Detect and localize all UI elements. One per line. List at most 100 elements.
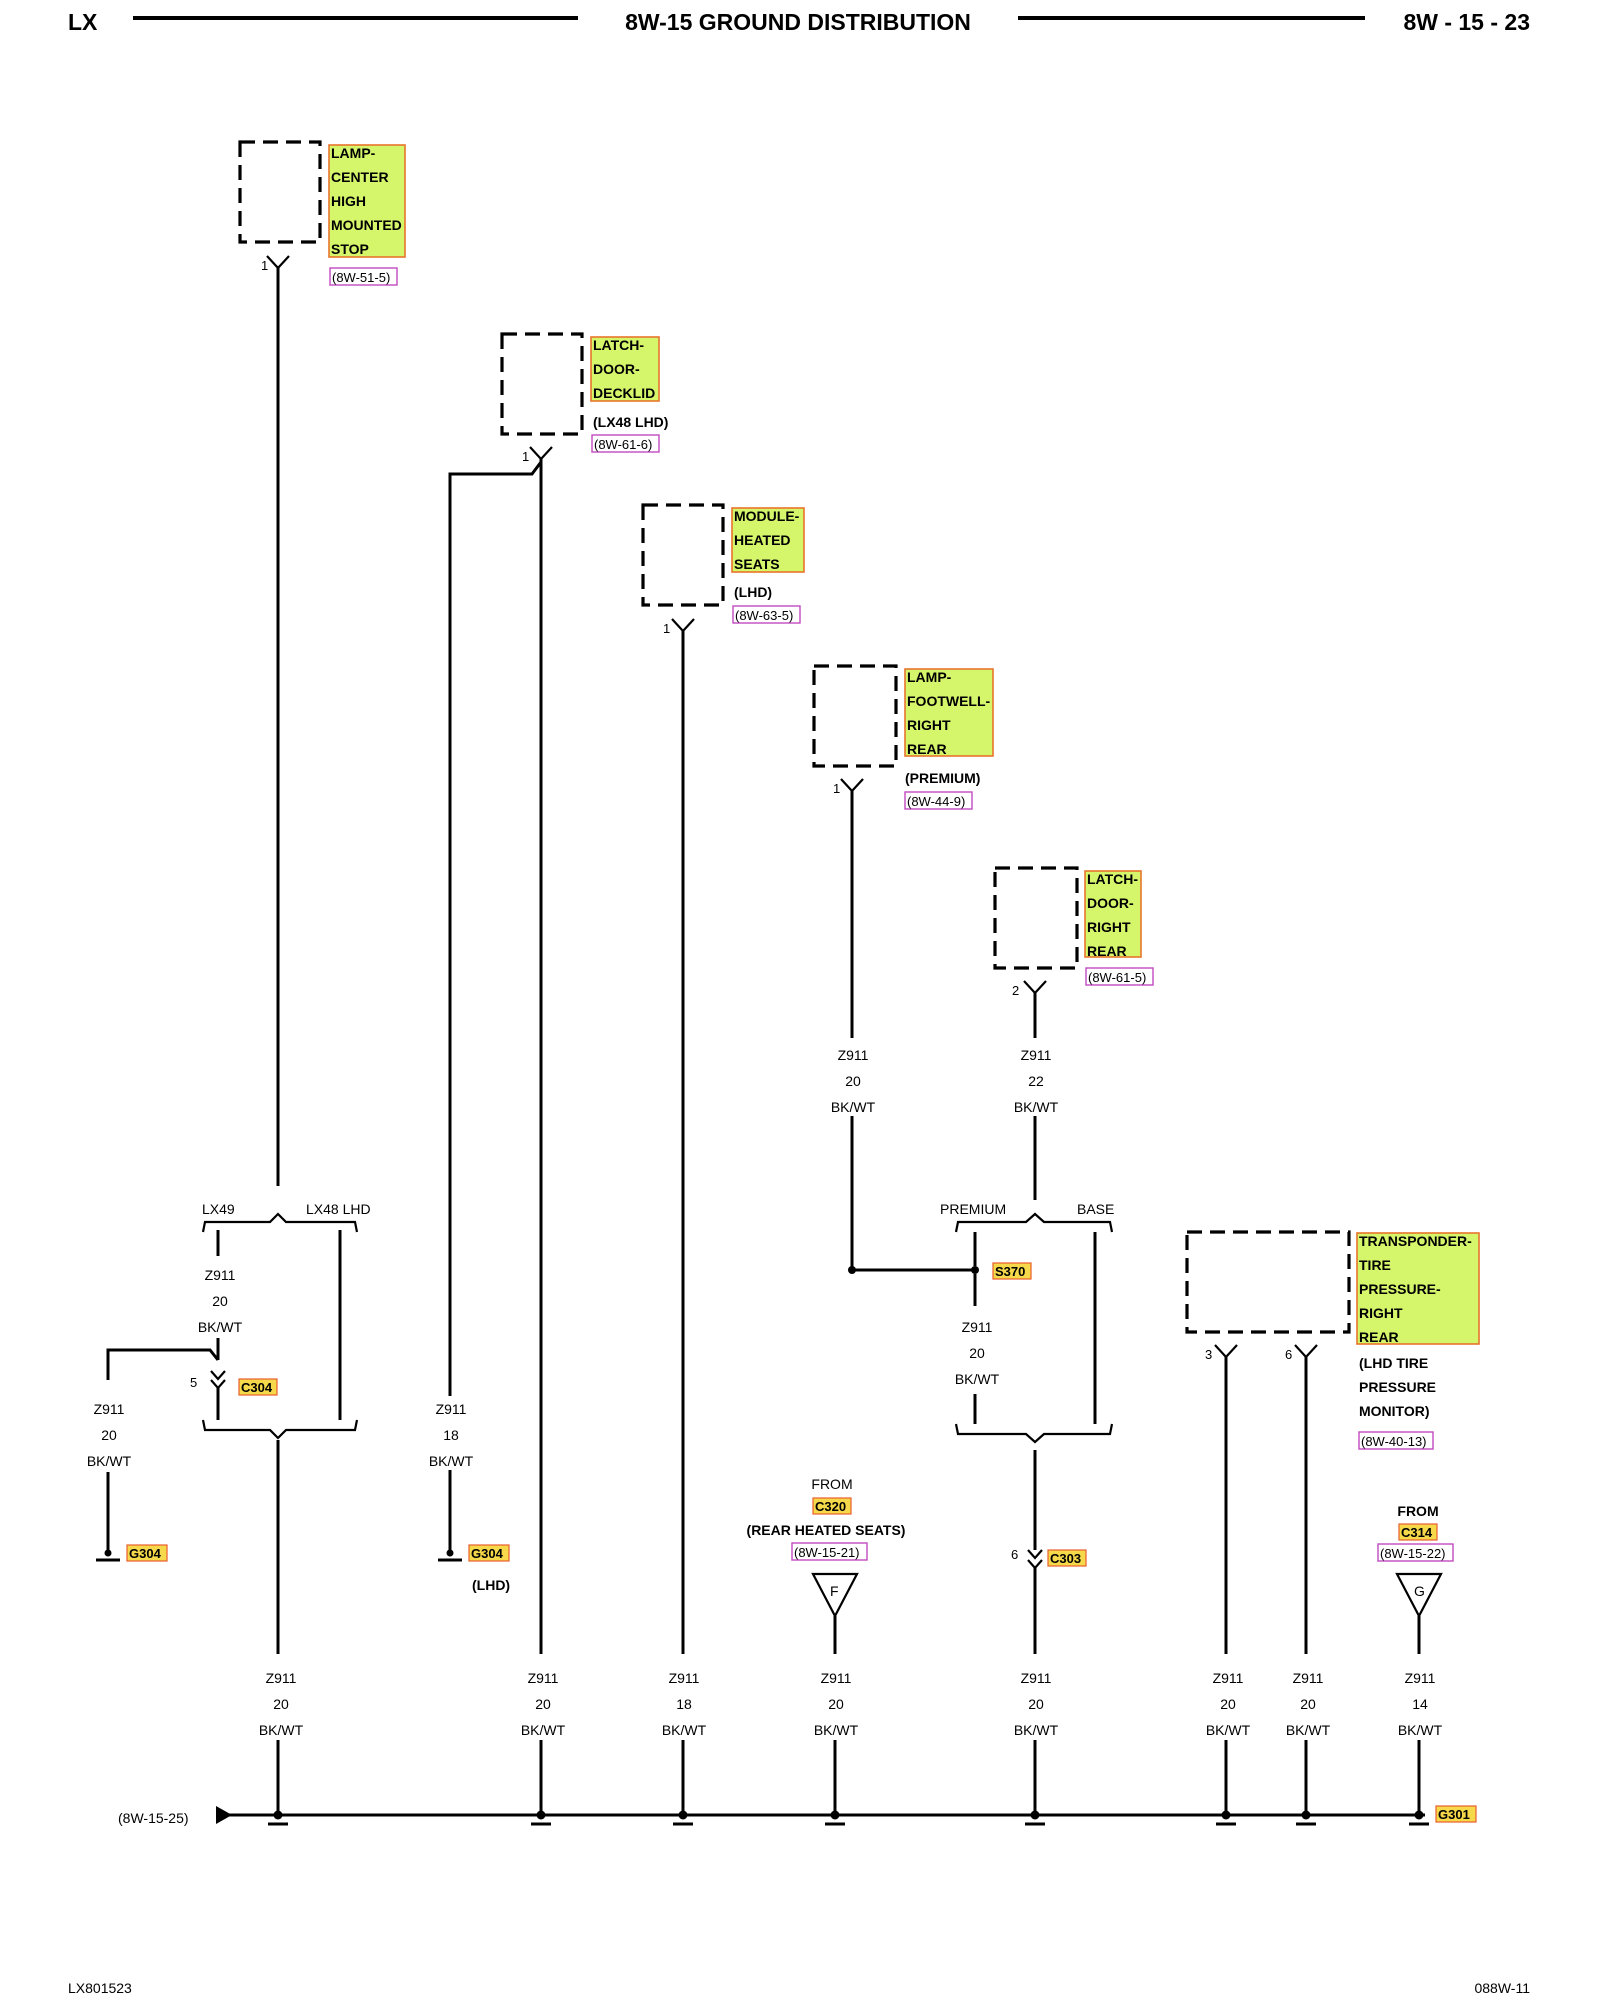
wire-gauge: 20 bbox=[828, 1696, 844, 1712]
footer-doc-id: LX801523 bbox=[68, 1980, 132, 1996]
page-ref-link[interactable]: (8W-61-6) bbox=[594, 437, 652, 452]
page-ref-link[interactable]: (8W-63-5) bbox=[735, 608, 793, 623]
wire bbox=[106, 1348, 220, 1380]
off-page-letter: F bbox=[830, 1583, 839, 1599]
component-note: (LX48 LHD) bbox=[593, 414, 668, 430]
page-ref-box[interactable] bbox=[1377, 1543, 1454, 1562]
component-latch-door-decklid: LATCH- DOOR- DECKLID (LX48 LHD) (8W-61-6… bbox=[500, 332, 668, 464]
wire-labels: Z911 20 BK/WT Z911 22 BK/WT Z911 20 BK/W… bbox=[87, 1047, 1443, 1738]
splice-dot bbox=[1221, 1810, 1231, 1820]
page-ref-box[interactable] bbox=[904, 791, 973, 810]
wire-gauge: 20 bbox=[535, 1696, 551, 1712]
connector-c303-symbol bbox=[1027, 1549, 1043, 1560]
component-label: PRESSURE- bbox=[1359, 1281, 1441, 1297]
splice-dot bbox=[104, 1549, 112, 1557]
connector-highlight bbox=[1435, 1805, 1477, 1823]
wire-circuit: Z911 bbox=[669, 1670, 700, 1686]
component-label: MOUNTED bbox=[331, 217, 402, 233]
component-label: HEATED bbox=[734, 532, 791, 548]
splice-s370-label[interactable]: S370 bbox=[995, 1264, 1025, 1279]
connector-highlight bbox=[992, 1262, 1032, 1280]
component-label: LAMP- bbox=[907, 669, 952, 685]
connector-c304-symbol bbox=[210, 1370, 226, 1381]
page-ref-link[interactable]: (8W-44-9) bbox=[907, 794, 965, 809]
wire-gauge: 20 bbox=[1300, 1696, 1316, 1712]
component-box bbox=[500, 332, 584, 436]
component-label: LATCH- bbox=[593, 337, 644, 353]
header-model: LX bbox=[68, 9, 98, 35]
connector-c304-symbol bbox=[210, 1379, 226, 1390]
component-label: TIRE bbox=[1359, 1257, 1391, 1273]
option-label-base: BASE bbox=[1077, 1201, 1114, 1217]
connector-pin-symbol bbox=[840, 778, 864, 793]
from-note: (REAR HEATED SEATS) bbox=[747, 1522, 906, 1538]
from-c314: FROM C314 (8W-15-22) G bbox=[1377, 1503, 1454, 1599]
option-brace-top bbox=[954, 1212, 1114, 1233]
connector-c304-label[interactable]: C304 bbox=[241, 1380, 273, 1395]
page-ref-box[interactable] bbox=[329, 267, 398, 286]
splice-dot bbox=[678, 1810, 688, 1820]
page-ref-box[interactable] bbox=[591, 434, 660, 453]
pin-number: 3 bbox=[1205, 1347, 1212, 1362]
wire-gauge: 20 bbox=[101, 1427, 117, 1443]
page-ref-link[interactable]: (8W-15-22) bbox=[1380, 1546, 1446, 1561]
splice-dot bbox=[446, 1549, 454, 1557]
page-ref-box[interactable] bbox=[1358, 1431, 1434, 1450]
bus-page-ref[interactable]: (8W-15-25) bbox=[118, 1810, 189, 1826]
connector-c320-label[interactable]: C320 bbox=[815, 1499, 846, 1514]
wire-gauge: 20 bbox=[273, 1696, 289, 1712]
component-box bbox=[993, 866, 1079, 970]
component-label: DOOR- bbox=[1087, 895, 1134, 911]
header-page-number: 8W - 15 - 23 bbox=[1403, 9, 1530, 35]
page-ref-link[interactable]: (8W-15-21) bbox=[794, 1545, 860, 1560]
splice-dot bbox=[1414, 1810, 1424, 1820]
pin-number: 1 bbox=[833, 781, 840, 796]
connector-c303-label[interactable]: C303 bbox=[1050, 1551, 1081, 1566]
wire-circuit: Z911 bbox=[94, 1401, 125, 1417]
from-c320-arrow bbox=[811, 1572, 859, 1619]
splice-dot bbox=[830, 1810, 840, 1820]
pin-number: 6 bbox=[1285, 1347, 1292, 1362]
page-ref-link[interactable]: (8W-61-5) bbox=[1088, 970, 1146, 985]
page-ref-box[interactable] bbox=[1085, 967, 1154, 986]
footer: LX801523 088W-11 bbox=[68, 1980, 1530, 1996]
wire-color: BK/WT bbox=[198, 1319, 243, 1335]
wire-color: BK/WT bbox=[1286, 1722, 1331, 1738]
page-ref-box[interactable] bbox=[732, 605, 801, 624]
wire-circuit: Z911 bbox=[962, 1319, 993, 1335]
component-module-heated-seats: MODULE- HEATED SEATS (LHD) (8W-63-5) 1 bbox=[641, 503, 805, 636]
option-label-lx49: LX49 bbox=[202, 1201, 235, 1217]
splice-dot bbox=[1301, 1810, 1311, 1820]
component-box bbox=[238, 140, 322, 244]
pin-number: 1 bbox=[261, 258, 268, 273]
component-latch-door-right-rear: LATCH- DOOR- RIGHT REAR (8W-61-5) 2 bbox=[993, 866, 1154, 998]
wire-paths bbox=[106, 266, 1443, 1824]
ground-g304-label[interactable]: G304 bbox=[129, 1546, 162, 1561]
bus-arrow bbox=[216, 1806, 232, 1824]
component-label: RIGHT bbox=[907, 717, 951, 733]
connector-c303-symbol bbox=[1027, 1559, 1043, 1570]
connector-c314-label[interactable]: C314 bbox=[1401, 1525, 1433, 1540]
ground-g304-label[interactable]: G304 bbox=[471, 1546, 504, 1561]
wire-circuit: Z911 bbox=[1021, 1047, 1052, 1063]
component-lamp-chmsl: LAMP- CENTER HIGH MOUNTED STOP (8W-51-5)… bbox=[238, 140, 406, 286]
from-label: FROM bbox=[811, 1476, 852, 1492]
page-ref-link[interactable]: (8W-40-13) bbox=[1361, 1434, 1427, 1449]
wire-circuit: Z911 bbox=[1405, 1670, 1436, 1686]
component-label: LAMP- bbox=[331, 145, 376, 161]
component-label: TRANSPONDER- bbox=[1359, 1233, 1472, 1249]
component-label: RIGHT bbox=[1359, 1305, 1403, 1321]
page-ref-box[interactable] bbox=[791, 1542, 868, 1561]
connector-c304: 5 C304 bbox=[190, 1375, 278, 1396]
component-label: HIGH bbox=[331, 193, 366, 209]
option-brace-top bbox=[201, 1212, 359, 1233]
component-label: FOOTWELL- bbox=[907, 693, 991, 709]
wire-gauge: 14 bbox=[1412, 1696, 1428, 1712]
ground-g301-label[interactable]: G301 bbox=[1438, 1807, 1470, 1822]
page-ref-link[interactable]: (8W-51-5) bbox=[332, 270, 390, 285]
component-label-highlight bbox=[328, 144, 406, 258]
wire-circuit: Z911 bbox=[266, 1670, 297, 1686]
header: LX 8W-15 GROUND DISTRIBUTION 8W - 15 - 2… bbox=[68, 9, 1530, 35]
connector-highlight bbox=[812, 1497, 852, 1515]
